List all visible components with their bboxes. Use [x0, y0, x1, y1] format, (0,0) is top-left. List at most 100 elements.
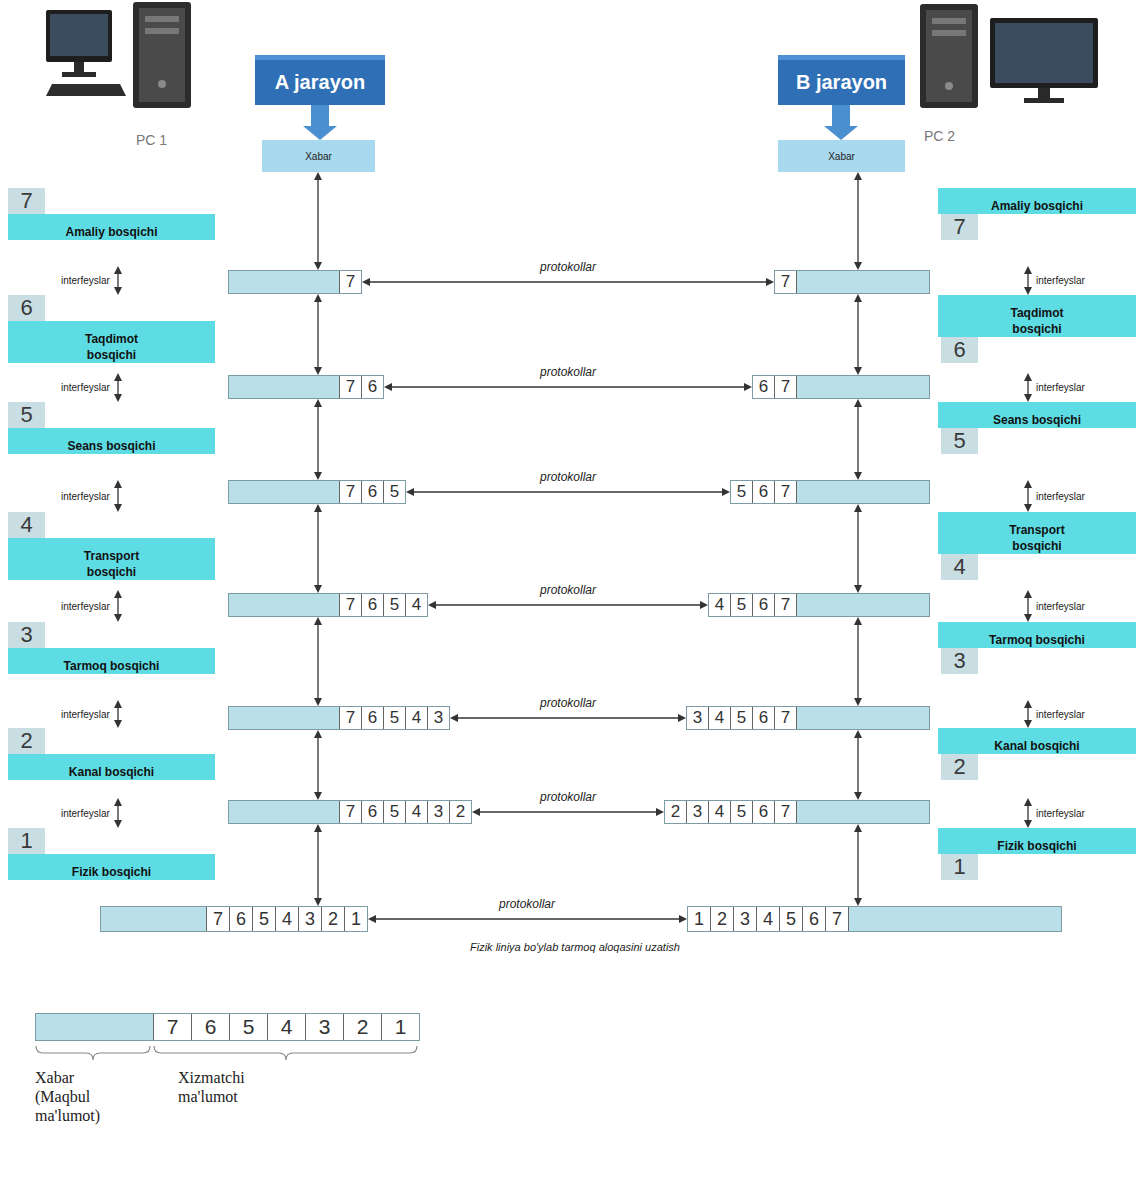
header-cell: 5 — [383, 707, 405, 729]
header-cell: 7 — [775, 481, 797, 503]
layer-name-cell: Kanal bosqichi — [8, 754, 215, 780]
header-number: 7 — [781, 482, 790, 502]
process-box: B jarayon — [778, 55, 905, 105]
arrow-head — [854, 294, 862, 302]
header-number: 7 — [346, 595, 355, 615]
osi-layer-box: Transport bosqichi4 — [938, 512, 1136, 590]
header-number: 6 — [368, 708, 377, 728]
layer-name-cell: Taqdimot bosqichi — [938, 295, 1136, 337]
connector — [314, 399, 322, 480]
legend-label: Xabar (Maqbul ma'lumot) — [35, 1068, 130, 1126]
connector — [854, 617, 862, 706]
header-cell: 3 — [734, 907, 757, 931]
header-cell: 7 — [775, 594, 797, 616]
layer-name: Fizik bosqichi — [997, 838, 1076, 854]
block-arrow — [824, 105, 858, 140]
connector-line — [857, 624, 858, 699]
layer-number-cell: 5 — [938, 428, 978, 454]
edge-label: interfeyslar — [1034, 382, 1087, 393]
edge-label: interfeyslar — [59, 382, 112, 393]
connector — [362, 278, 774, 286]
arrow-head — [368, 915, 376, 923]
connector-line — [435, 604, 701, 605]
header-number: 2 — [357, 1015, 369, 1039]
header-number: 5 — [259, 909, 269, 930]
connector — [824, 105, 858, 140]
header-cell: 6 — [753, 801, 775, 823]
connector — [1024, 700, 1032, 728]
header-number: 7 — [781, 272, 790, 292]
header-cell: 5 — [383, 594, 405, 616]
arrow-head — [450, 714, 458, 722]
packet-bar: 34567 — [686, 706, 930, 730]
arrow-head — [1024, 798, 1032, 806]
osi-layer-box: Seans bosqichi5 — [938, 402, 1136, 480]
connector — [428, 601, 708, 609]
arrow-head — [1024, 480, 1032, 488]
packet-bar: 76543 — [228, 706, 450, 730]
edge-label: interfeyslar — [1034, 709, 1087, 720]
layer-name: Fizik bosqichi — [72, 864, 151, 880]
header-number: 5 — [390, 708, 399, 728]
arrow-head — [854, 792, 862, 800]
osi-layer-box: 5Seans bosqichi — [8, 402, 215, 480]
arrow-head — [114, 700, 122, 708]
header-cell: 6 — [191, 1014, 229, 1040]
layer-number-cell: 7 — [938, 214, 978, 240]
arrow-head — [854, 730, 862, 738]
header-cell: 6 — [753, 707, 775, 729]
header-cell: 5 — [731, 707, 753, 729]
packet-bar: 7 — [228, 270, 362, 294]
connector — [114, 798, 122, 828]
layer-name: Tarmoq bosqichi — [989, 632, 1085, 648]
header-number: 6 — [759, 595, 768, 615]
layer-number: 6 — [953, 337, 965, 363]
header-number: 3 — [319, 1015, 331, 1039]
message-text: Xabar — [828, 151, 855, 162]
layer-number: 3 — [20, 622, 32, 648]
osi-layer-box: Amaliy bosqichi7 — [938, 188, 1136, 266]
connector-line — [857, 831, 858, 899]
layer-number-cell: 6 — [8, 295, 48, 321]
arrow-head — [1024, 700, 1032, 708]
header-number: 3 — [434, 802, 443, 822]
layer-number-cell: 3 — [8, 622, 48, 648]
connector — [114, 373, 122, 402]
header-number: 7 — [346, 482, 355, 502]
layer-number-cell: 2 — [8, 728, 48, 754]
header-cell: 5 — [252, 907, 275, 931]
header-cell: 7 — [775, 271, 797, 293]
arrow-head — [114, 287, 122, 295]
arrow-head — [744, 383, 752, 391]
header-number: 7 — [167, 1015, 179, 1039]
header-number: 6 — [236, 909, 246, 930]
layer-name-cell: Amaliy bosqichi — [8, 214, 215, 240]
header-cell: 3 — [687, 707, 709, 729]
header-cell: 5 — [780, 907, 803, 931]
header-cell: 7 — [775, 801, 797, 823]
arrow-head — [678, 714, 686, 722]
connector — [854, 172, 862, 270]
header-number: 7 — [832, 909, 842, 930]
layer-name-cell: Amaliy bosqichi — [938, 188, 1136, 214]
edge-label: interfeyslar — [59, 275, 112, 286]
edge-label: protokollar — [497, 897, 557, 911]
arrow-head — [854, 585, 862, 593]
header-number: 4 — [715, 802, 724, 822]
arrow-head — [472, 808, 480, 816]
arrow-head — [314, 294, 322, 302]
layer-name: Transport bosqichi — [62, 548, 162, 580]
pc-icon — [920, 4, 1098, 108]
connector — [450, 714, 686, 722]
header-number: 5 — [390, 595, 399, 615]
connector — [854, 824, 862, 906]
osi-layer-box: Kanal bosqichi2 — [938, 728, 1136, 798]
arrow-head — [314, 172, 322, 180]
arrow-head — [1024, 266, 1032, 274]
arrow-head — [854, 617, 862, 625]
connector — [854, 294, 862, 375]
arrow-head — [700, 601, 708, 609]
connector-line — [375, 918, 680, 919]
arrow-head — [314, 399, 322, 407]
brace — [36, 1046, 150, 1060]
